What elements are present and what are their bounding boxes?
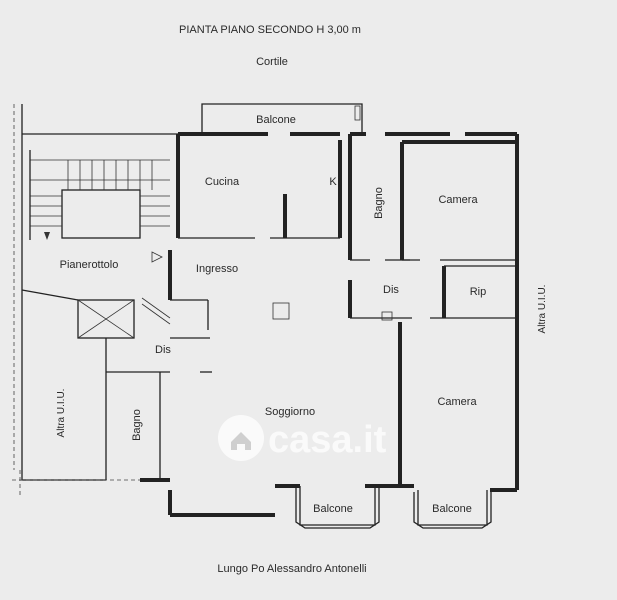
label-balcone-top: Balcone [256,114,296,126]
label-altra-left: Altra U.I.U. [56,389,67,438]
label-dis-left: Dis [155,344,171,356]
room-labels: PIANTA PIANO SECONDO H 3,00 m Cortile Ba… [56,24,548,575]
label-camera-top: Camera [438,194,478,206]
label-k: K [329,176,337,188]
label-pianerottolo: Pianerottolo [60,259,119,271]
label-dis-right: Dis [383,284,399,296]
label-ingresso: Ingresso [196,263,238,275]
label-bagno-left: Bagno [131,409,143,441]
watermark-text: casa.it [268,419,387,461]
label-balcone-bl: Balcone [313,503,353,515]
label-cucina: Cucina [205,176,240,188]
boundary-lines [12,104,140,497]
staircase [29,150,170,263]
label-bagno-top: Bagno [373,187,385,219]
label-balcone-br: Balcone [432,503,472,515]
plan-title: PIANTA PIANO SECONDO H 3,00 m [179,24,361,36]
label-soggiorno: Soggiorno [265,406,315,418]
label-street: Lungo Po Alessandro Antonelli [217,563,366,575]
interior-walls [21,134,517,486]
bottom-balconies [295,486,492,529]
label-rip: Rip [470,286,487,298]
label-altra-right: Altra U.I.U. [537,285,548,334]
label-cortile: Cortile [256,56,288,68]
watermark: casa.it [218,415,387,461]
label-camera-bottom: Camera [437,396,477,408]
